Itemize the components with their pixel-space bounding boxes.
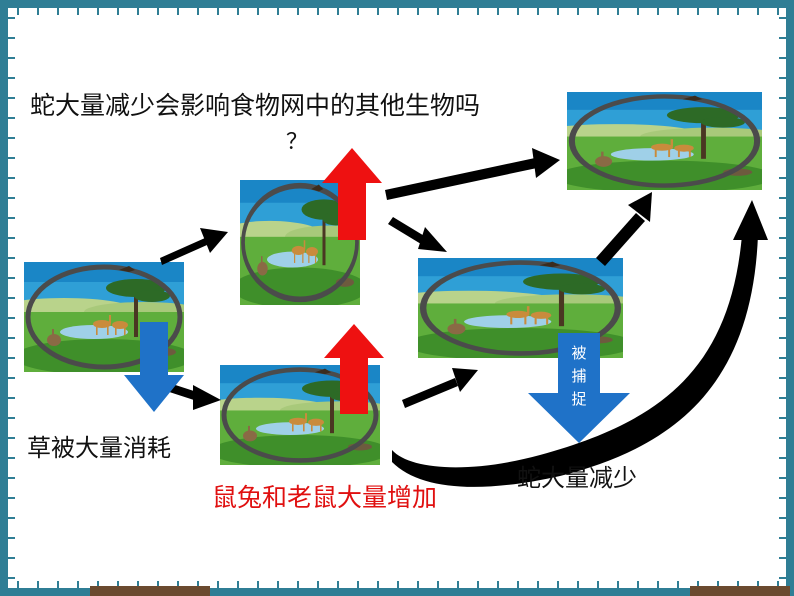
arrow-top-mid-to-center-right (388, 217, 447, 252)
floor-bar-right (690, 586, 790, 596)
caught-label-3: 捉 (571, 390, 587, 408)
arrow-top-mid-to-top-right (385, 148, 560, 200)
frame-tick-marks (8, 8, 786, 588)
arrow-curve-to-top-right (392, 200, 768, 487)
question-text: 蛇大量减少会影响食物网中的其他生物吗 (30, 91, 481, 120)
arrow-bottom-mid-to-center-right (402, 368, 478, 408)
arrow-start-to-top-mid (160, 228, 228, 265)
up-arrow-increase-2 (324, 324, 384, 414)
down-arrow-snake-decrease (528, 333, 630, 443)
arrow-center-right-to-top-right (596, 192, 652, 266)
snake-decrease-label: 蛇大量减少 (517, 464, 637, 492)
question-mark: ？ (286, 130, 309, 155)
caught-label-1: 被 (571, 344, 587, 362)
down-arrow-grass-decrease (124, 322, 184, 412)
caught-label-2: 捕 (571, 367, 587, 385)
grass-consumed-label: 草被大量消耗 (27, 434, 171, 462)
up-arrow-increase-1 (322, 148, 382, 240)
rabbits-increase-label: 鼠兔和老鼠大量增加 (212, 483, 438, 512)
floor-bar-left (90, 586, 210, 596)
